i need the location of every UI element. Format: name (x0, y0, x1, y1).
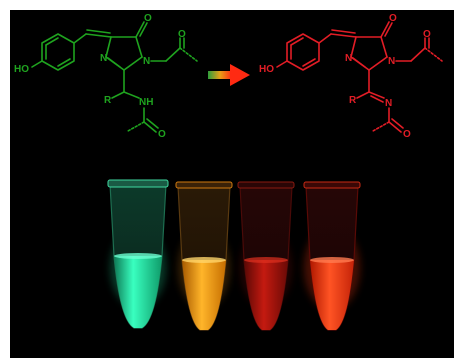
red-molecule (276, 21, 443, 133)
tube-icon (237, 181, 295, 331)
red-imine-n: N (385, 98, 392, 109)
red-oxygen-acyl: O (403, 129, 411, 140)
tube-liquid (114, 256, 162, 328)
red-atom-labels: O N N HO O R N O (259, 13, 431, 140)
reaction-arrow-icon (208, 64, 250, 86)
red-nitrogen-left: N (345, 53, 352, 64)
green-nitrogen-left: N (100, 53, 107, 64)
green-molecule (31, 21, 198, 133)
red-r-group: R (349, 95, 357, 106)
tube-icon (107, 179, 169, 329)
red-oxygen-ketone: O (423, 29, 431, 40)
green-oxygen-ketone: O (178, 29, 186, 40)
tube-icon (175, 181, 233, 331)
tube-liquid (244, 260, 288, 330)
green-atom-labels: O N N HO O R NH O (14, 13, 186, 140)
green-amide-nh: NH (139, 97, 153, 108)
red-hydroxyl: HO (259, 64, 274, 75)
figure-canvas: O N N HO O R NH O (14, 13, 443, 331)
tube-liquid (310, 260, 354, 330)
red-nitrogen-right: N (388, 56, 395, 67)
red-oxygen-carbonyl: O (389, 13, 397, 24)
green-nitrogen-right: N (143, 56, 150, 67)
green-oxygen-amide: O (158, 129, 166, 140)
tube-icon (303, 181, 361, 331)
photo-frame: O N N HO O R NH O (10, 10, 454, 358)
green-r-group: R (104, 95, 112, 106)
green-oxygen-carbonyl: O (144, 13, 152, 24)
green-hydroxyl: HO (14, 64, 29, 75)
tube-liquid (182, 260, 226, 330)
